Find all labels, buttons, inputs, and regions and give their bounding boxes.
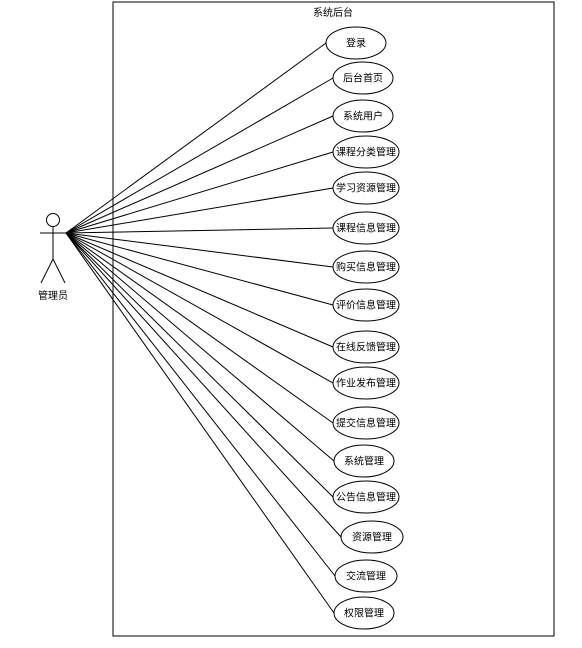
association-line: [65, 232, 335, 462]
use-case-label: 学习资源管理: [336, 182, 396, 195]
use-case-ellipse: [332, 366, 400, 400]
use-case-ellipse: [332, 99, 394, 133]
association-line: [65, 232, 342, 538]
use-case-ellipse: [340, 520, 404, 554]
use-case-label: 交流管理: [346, 570, 386, 583]
use-case-label: 在线反馈管理: [336, 341, 396, 354]
association-line: [65, 232, 336, 577]
association-line: [65, 232, 334, 348]
use-case-label: 提交信息管理: [336, 417, 396, 430]
system-title: 系统后台: [313, 6, 353, 19]
use-case-ellipse: [332, 288, 400, 322]
association-line: [65, 42, 327, 234]
association-line: [65, 187, 334, 234]
use-case-ellipse: [332, 406, 400, 440]
association-line: [65, 232, 335, 614]
use-case-ellipse: [332, 330, 400, 364]
use-case-ellipse: [332, 480, 400, 514]
association-line: [65, 232, 334, 424]
use-case-ellipse: [332, 250, 400, 284]
use-case-ellipse: [332, 61, 394, 95]
association-line: [65, 227, 334, 234]
use-case-label: 购买信息管理: [336, 261, 396, 274]
use-case-label: 公告信息管理: [336, 491, 396, 504]
actor-left-leg: [40, 258, 54, 284]
use-case-label: 评价信息管理: [336, 299, 396, 312]
use-case-label: 课程分类管理: [336, 146, 396, 159]
use-case-label: 系统管理: [344, 455, 384, 468]
actor-figure: [40, 213, 66, 284]
actor-label: 管理员: [38, 289, 68, 302]
use-case-label: 权限管理: [344, 607, 384, 620]
association-line: [65, 232, 334, 384]
use-case-label: 资源管理: [352, 531, 392, 544]
association-line: [65, 232, 334, 498]
use-case-ellipse: [332, 171, 400, 205]
use-case-ellipse: [334, 559, 398, 593]
use-case-label: 系统用户: [343, 110, 383, 123]
use-case-group: 登录后台首页系统用户课程分类管理学习资源管理课程信息管理购买信息管理评价信息管理…: [325, 26, 404, 630]
association-lines: [65, 42, 342, 614]
actor-right-leg: [52, 258, 66, 284]
association-line: [65, 115, 334, 234]
use-case-ellipse: [332, 135, 400, 169]
use-case-ellipse: [325, 26, 387, 60]
association-line: [65, 232, 334, 268]
use-case-ellipse: [333, 596, 395, 630]
use-case-label: 登录: [346, 37, 366, 50]
system-boundary: [112, 1, 555, 637]
association-line: [65, 77, 334, 234]
use-case-ellipse: [332, 211, 400, 245]
use-case-label: 后台首页: [343, 72, 383, 85]
use-case-ellipse: [333, 444, 395, 478]
actor-head: [46, 213, 60, 227]
association-line: [65, 151, 334, 234]
association-line: [65, 232, 334, 306]
use-case-label: 作业发布管理: [336, 377, 396, 390]
use-case-label: 课程信息管理: [336, 222, 396, 235]
